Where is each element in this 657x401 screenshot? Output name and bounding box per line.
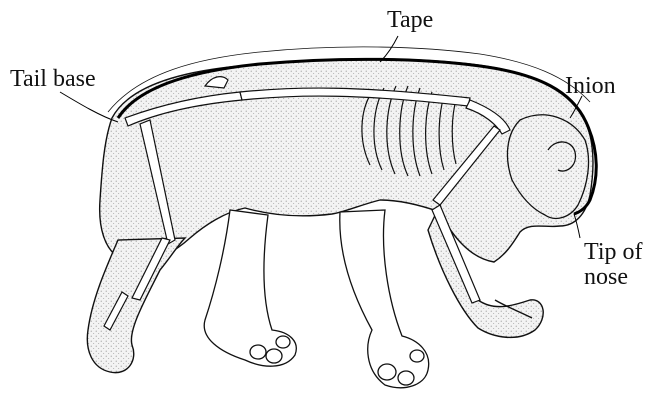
tip-of-nose-label: Tip of nose — [584, 240, 642, 290]
far-hind-leg — [204, 210, 296, 366]
tail-base-label: Tail base — [10, 67, 96, 91]
tip-of-nose-line-1: Tip of — [584, 240, 642, 265]
inion-label: Inion — [565, 74, 616, 98]
tip-of-nose-line-2: nose — [584, 265, 642, 290]
tape-label: Tape — [387, 8, 433, 32]
hind-leg — [87, 238, 185, 373]
tail-base-leader — [60, 92, 118, 122]
far-front-leg — [340, 210, 429, 388]
